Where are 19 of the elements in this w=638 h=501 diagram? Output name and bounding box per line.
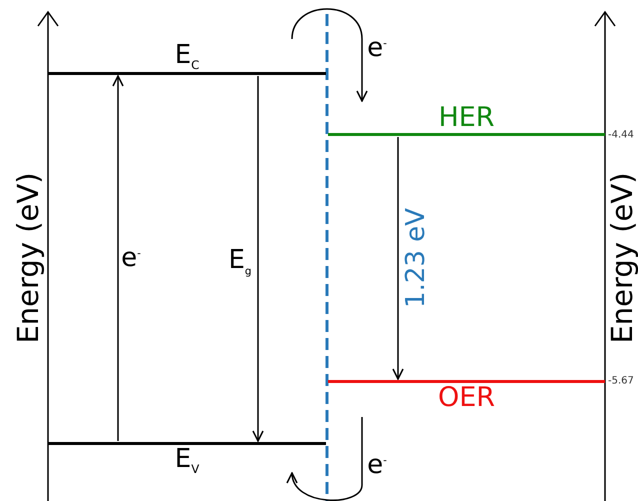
- arrow: [112, 75, 124, 441]
- level-label: OER: [438, 383, 496, 413]
- tick-label: -4.44: [608, 130, 634, 140]
- tick-label: -5.67: [608, 376, 634, 386]
- arrow: [291, 8, 368, 102]
- level-label: HER: [438, 103, 495, 133]
- arrow: [288, 417, 363, 501]
- level-label: E$_{C}$: [174, 40, 200, 72]
- arrow: [392, 137, 404, 380]
- edge-label: E$_{g}$: [228, 247, 252, 277]
- edge-label: e$^{-}$: [367, 452, 387, 478]
- energy-level: [48, 442, 326, 476]
- edge-label: e$^{-}$: [367, 35, 387, 61]
- level-label: E$_{V}$: [174, 445, 200, 476]
- edge-label: e$^{-}$: [121, 245, 141, 271]
- arrow: [252, 76, 264, 442]
- edge-label: 1.23 eV: [403, 208, 429, 308]
- axis-title: Energy (eV): [11, 172, 45, 344]
- axis-title: Energy (eV): [605, 172, 638, 344]
